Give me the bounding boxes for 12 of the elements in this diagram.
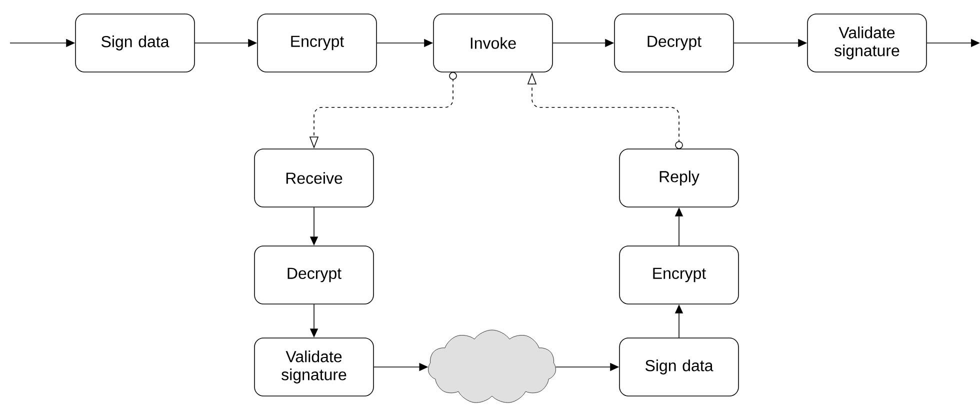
process-box: Decrypt [254, 246, 374, 304]
process-box: Sign data [75, 14, 195, 72]
process-box: Validate signature [254, 338, 374, 396]
process-box: Reply [619, 148, 739, 208]
process-box: Receive [254, 148, 374, 208]
process-box: Encrypt [257, 14, 377, 72]
process-box: Validate signature [807, 14, 927, 72]
process-box: Invoke [433, 14, 553, 72]
process-box: Sign data [619, 338, 739, 396]
process-box: Encrypt [619, 246, 739, 304]
process-box: Decrypt [614, 14, 734, 72]
cloud-shape [428, 330, 556, 403]
